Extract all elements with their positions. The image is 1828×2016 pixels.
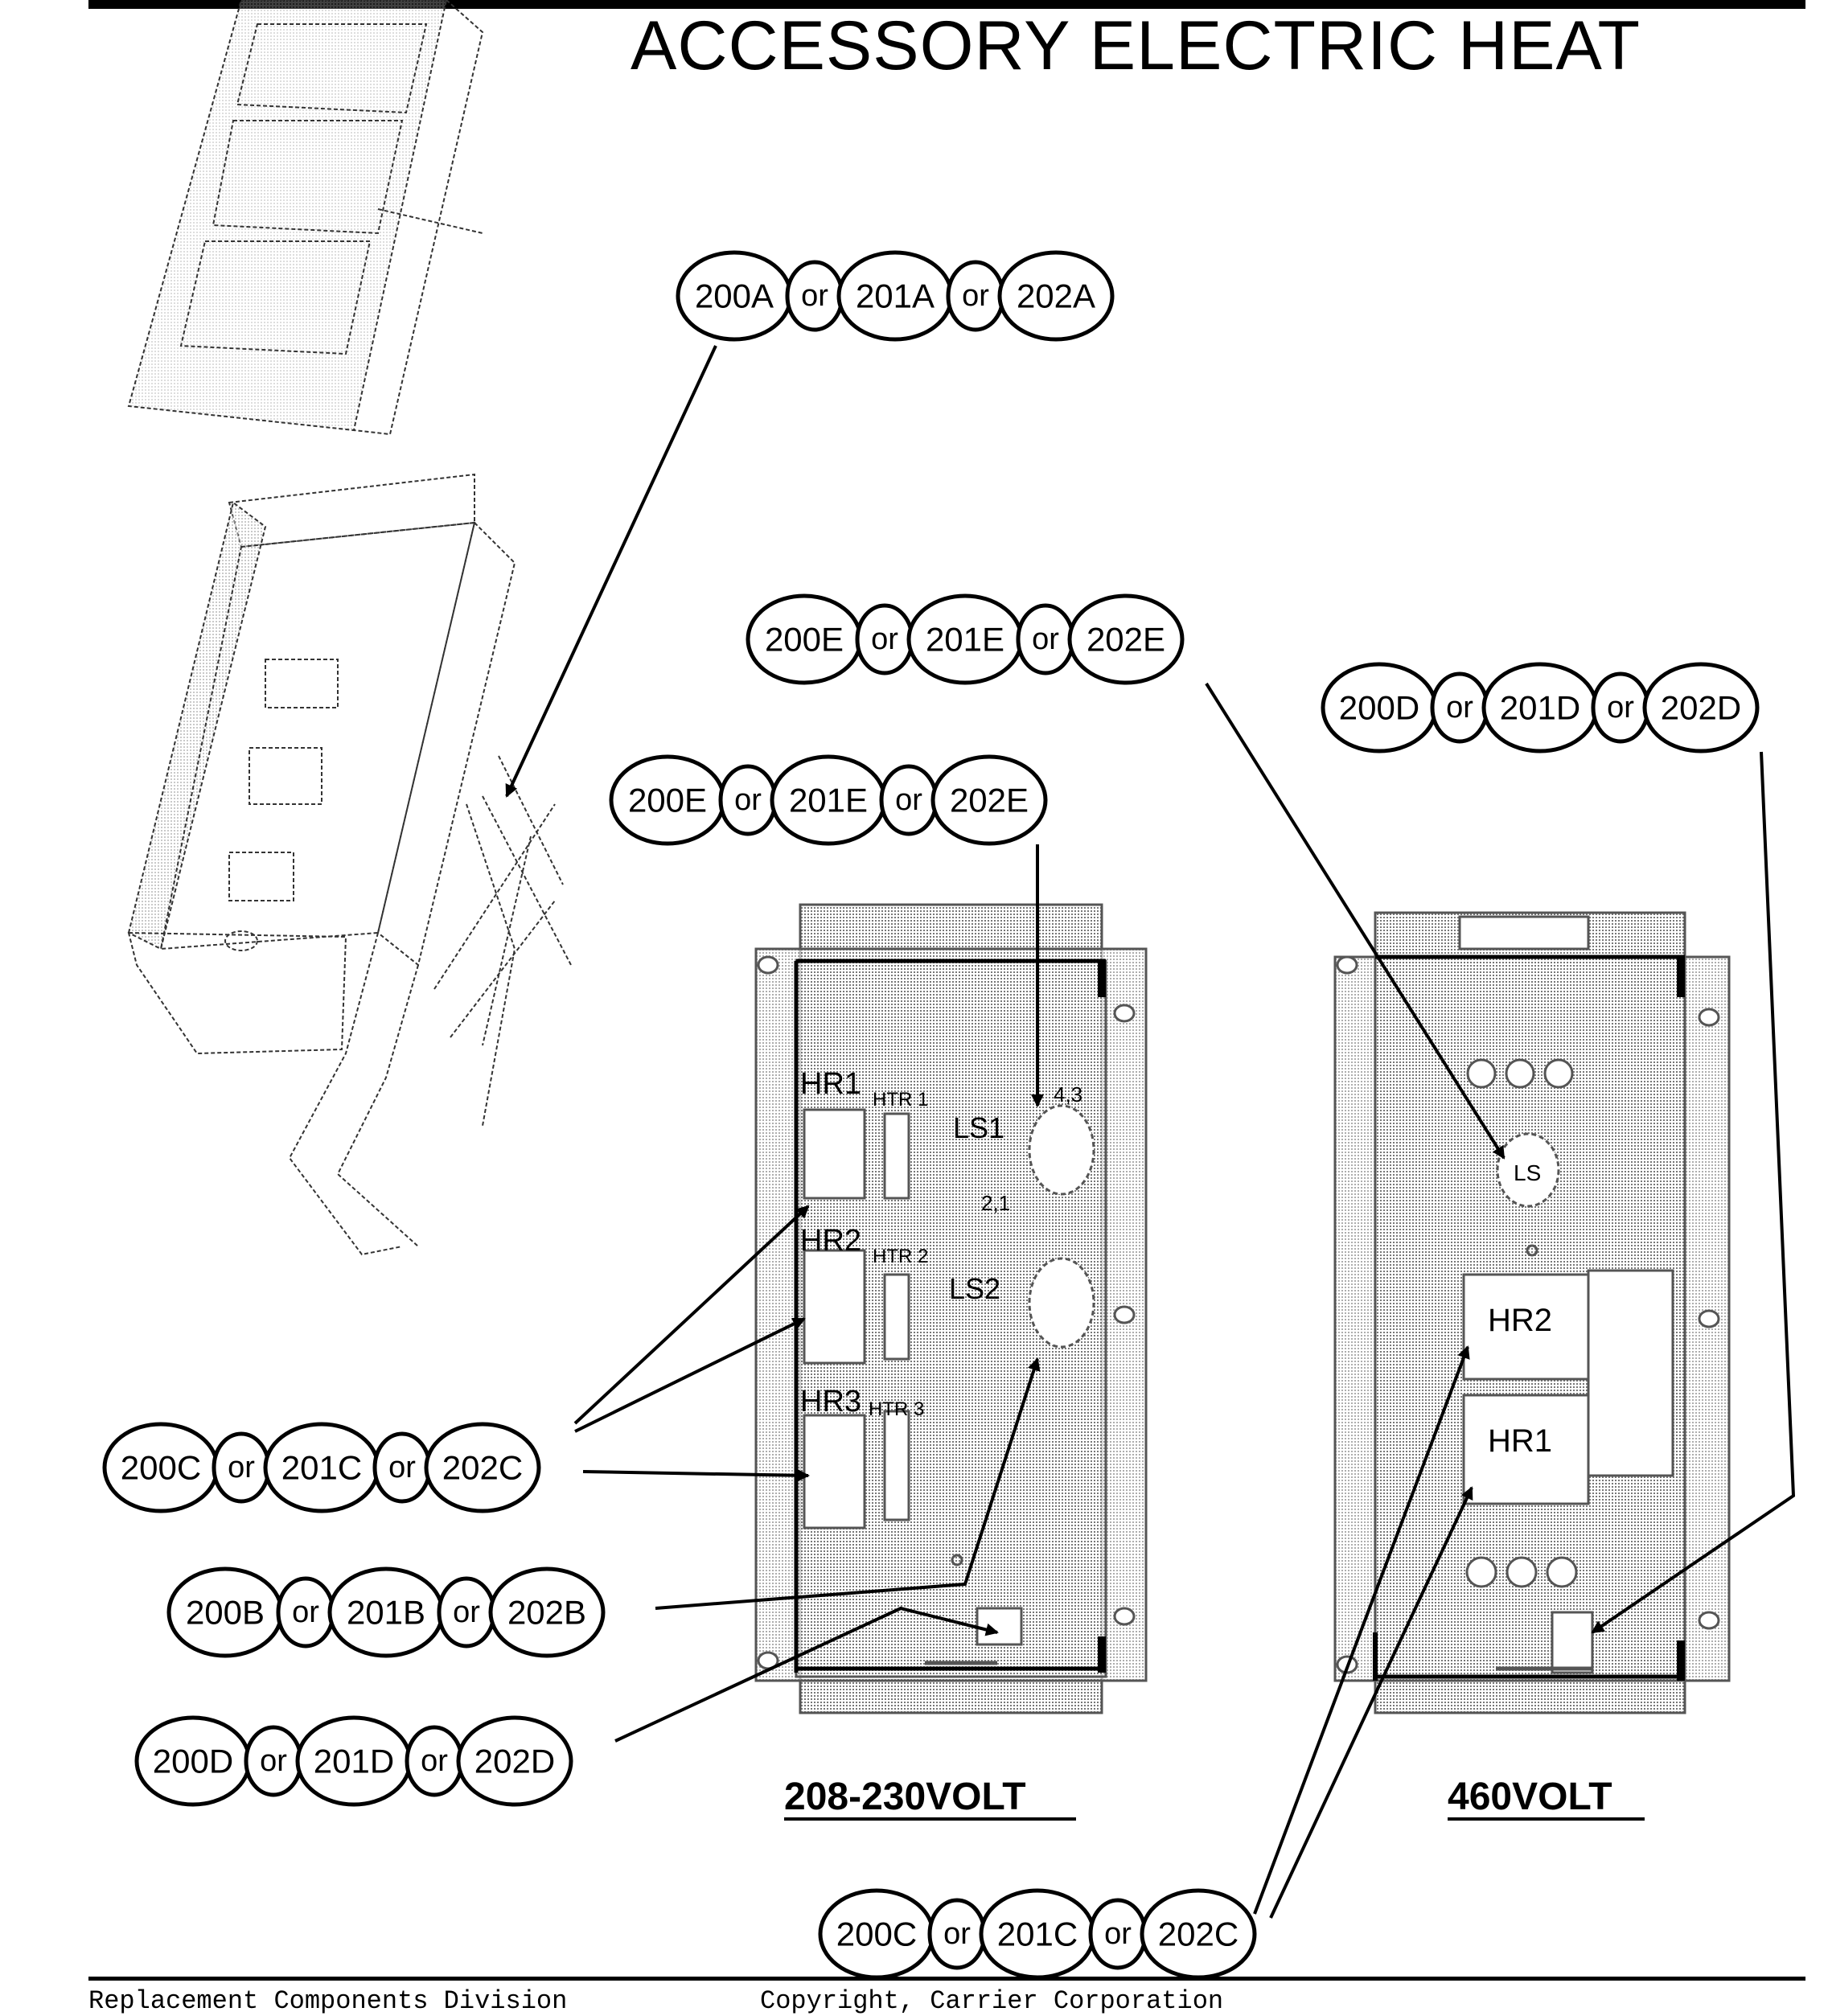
label-htr2: HTR 2 — [873, 1246, 928, 1267]
callout-or-label: or — [871, 622, 898, 656]
callout-label: 201D — [314, 1743, 394, 1780]
callout-group-a: 200A or 201A or 202A — [676, 250, 1115, 342]
callout-label: 202E — [1087, 621, 1165, 659]
callout-or-label: or — [421, 1744, 448, 1778]
callout-group-d-left: 200D or 201D or 202D — [134, 1715, 573, 1807]
arrow-c-hr3 — [582, 1468, 810, 1482]
callout-or-label: or — [943, 1917, 971, 1951]
callout-group-c-bottom: 200C or 201C or 202C — [818, 1888, 1257, 1980]
callout-label: 202D — [474, 1743, 555, 1780]
label-ls2: LS2 — [949, 1272, 1000, 1305]
arrow-c-r-hr1 — [1269, 1486, 1473, 1919]
label-r-hr1: HR1 — [1488, 1423, 1552, 1459]
bottom-rule — [88, 1977, 1805, 1981]
label-ls1-bottom-terms: 2,1 — [981, 1191, 1010, 1215]
callout-or-label: or — [895, 783, 922, 817]
callout-bubble — [997, 250, 1115, 342]
callout-label: 201A — [856, 277, 935, 315]
callout-label: 201C — [997, 1915, 1078, 1953]
label-htr1: HTR 1 — [873, 1089, 928, 1111]
label-r-hr2: HR2 — [1488, 1303, 1552, 1338]
label-ls: LS — [1514, 1160, 1541, 1185]
leader-arrows — [505, 345, 1796, 1919]
callout-label: 200D — [1339, 689, 1419, 727]
arrow-c-hr1 — [573, 1205, 810, 1425]
callout-or-label: or — [1446, 691, 1473, 725]
callout-label: 201B — [347, 1594, 425, 1632]
label-hr2: HR2 — [800, 1224, 861, 1258]
callout-bubble — [1067, 593, 1185, 685]
callout-bubble — [456, 1715, 573, 1807]
label-ls1-top-terms: 4,3 — [1054, 1082, 1082, 1107]
callout-label: 200A — [695, 277, 774, 315]
page-title: ACCESSORY ELECTRIC HEAT — [631, 7, 1641, 84]
heater-cover-drawing — [127, 0, 484, 436]
callout-label: 201E — [789, 782, 868, 819]
callout-label: 200D — [153, 1743, 233, 1780]
callout-label: 201C — [281, 1449, 362, 1487]
callout-or-label: or — [1032, 622, 1059, 656]
right-panel-drawing — [1333, 911, 1731, 1714]
caption-208-230v: 208-230VOLT — [784, 1776, 1026, 1818]
footer-right: Copyright, Carrier Corporation — [760, 1986, 1224, 2016]
callout-label: 200C — [121, 1449, 201, 1487]
callout-label: 200E — [765, 621, 844, 659]
callout-group-b: 200B or 201B or 202B — [166, 1566, 606, 1658]
arrow-d-left — [614, 1606, 999, 1743]
callout-or-label: or — [734, 783, 762, 817]
callout-or-label: or — [962, 279, 989, 313]
heater-box-drawing — [127, 473, 572, 1256]
callout-label: 202E — [950, 782, 1029, 819]
callout-or-label: or — [292, 1595, 319, 1629]
label-hr1: HR1 — [800, 1067, 861, 1101]
arrow-b — [655, 1357, 1041, 1610]
callout-bubble — [424, 1422, 541, 1513]
callout-group-e-upper: 200E or 201E or 202E — [746, 593, 1185, 685]
callout-label: 200B — [186, 1594, 265, 1632]
callout-label: 202C — [1158, 1915, 1239, 1953]
callout-bubble — [488, 1566, 606, 1658]
callout-or-label: or — [260, 1744, 287, 1778]
label-hr3: HR3 — [800, 1385, 861, 1419]
callout-label: 201D — [1500, 689, 1580, 727]
top-rule — [88, 0, 1805, 9]
callout-label: 202C — [442, 1449, 523, 1487]
arrow-c-hr2 — [574, 1317, 806, 1433]
callout-or-label: or — [1104, 1917, 1132, 1951]
callout-bubble — [930, 754, 1048, 846]
arrow-d-right — [1591, 751, 1796, 1634]
callout-bubble — [1642, 662, 1760, 753]
arrow-a — [505, 345, 717, 798]
callout-label: 202B — [507, 1594, 586, 1632]
caption-460v: 460VOLT — [1448, 1776, 1612, 1818]
callout-label: 202A — [1017, 277, 1095, 315]
label-htr3: HTR 3 — [869, 1398, 924, 1420]
callout-label: 200C — [836, 1915, 917, 1953]
component-labels: HR1 HR2 HR3 HTR 1 HTR 2 HTR 3 LS1 LS2 4,… — [800, 1067, 1552, 1459]
callout-label: 202D — [1661, 689, 1741, 727]
callout-group-e-left: 200E or 201E or 202E — [609, 754, 1048, 846]
callout-label: 200E — [628, 782, 707, 819]
callout-or-label: or — [228, 1451, 255, 1484]
callout-or-label: or — [801, 279, 828, 313]
arrow-c-r-hr2 — [1253, 1345, 1470, 1915]
callout-or-label: or — [1607, 691, 1634, 725]
callout-group-c-left: 200C or 201C or 202C — [102, 1422, 541, 1513]
footer-left: Replacement Components Division — [88, 1986, 568, 2016]
arrow-e-upper — [1205, 682, 1506, 1160]
callout-or-label: or — [388, 1451, 416, 1484]
callout-or-label: or — [453, 1595, 480, 1629]
label-ls1: LS1 — [953, 1111, 1004, 1144]
callout-group-d-right: 200D or 201D or 202D — [1321, 662, 1760, 753]
left-panel-drawing — [754, 903, 1148, 1714]
callout-label: 201E — [926, 621, 1004, 659]
